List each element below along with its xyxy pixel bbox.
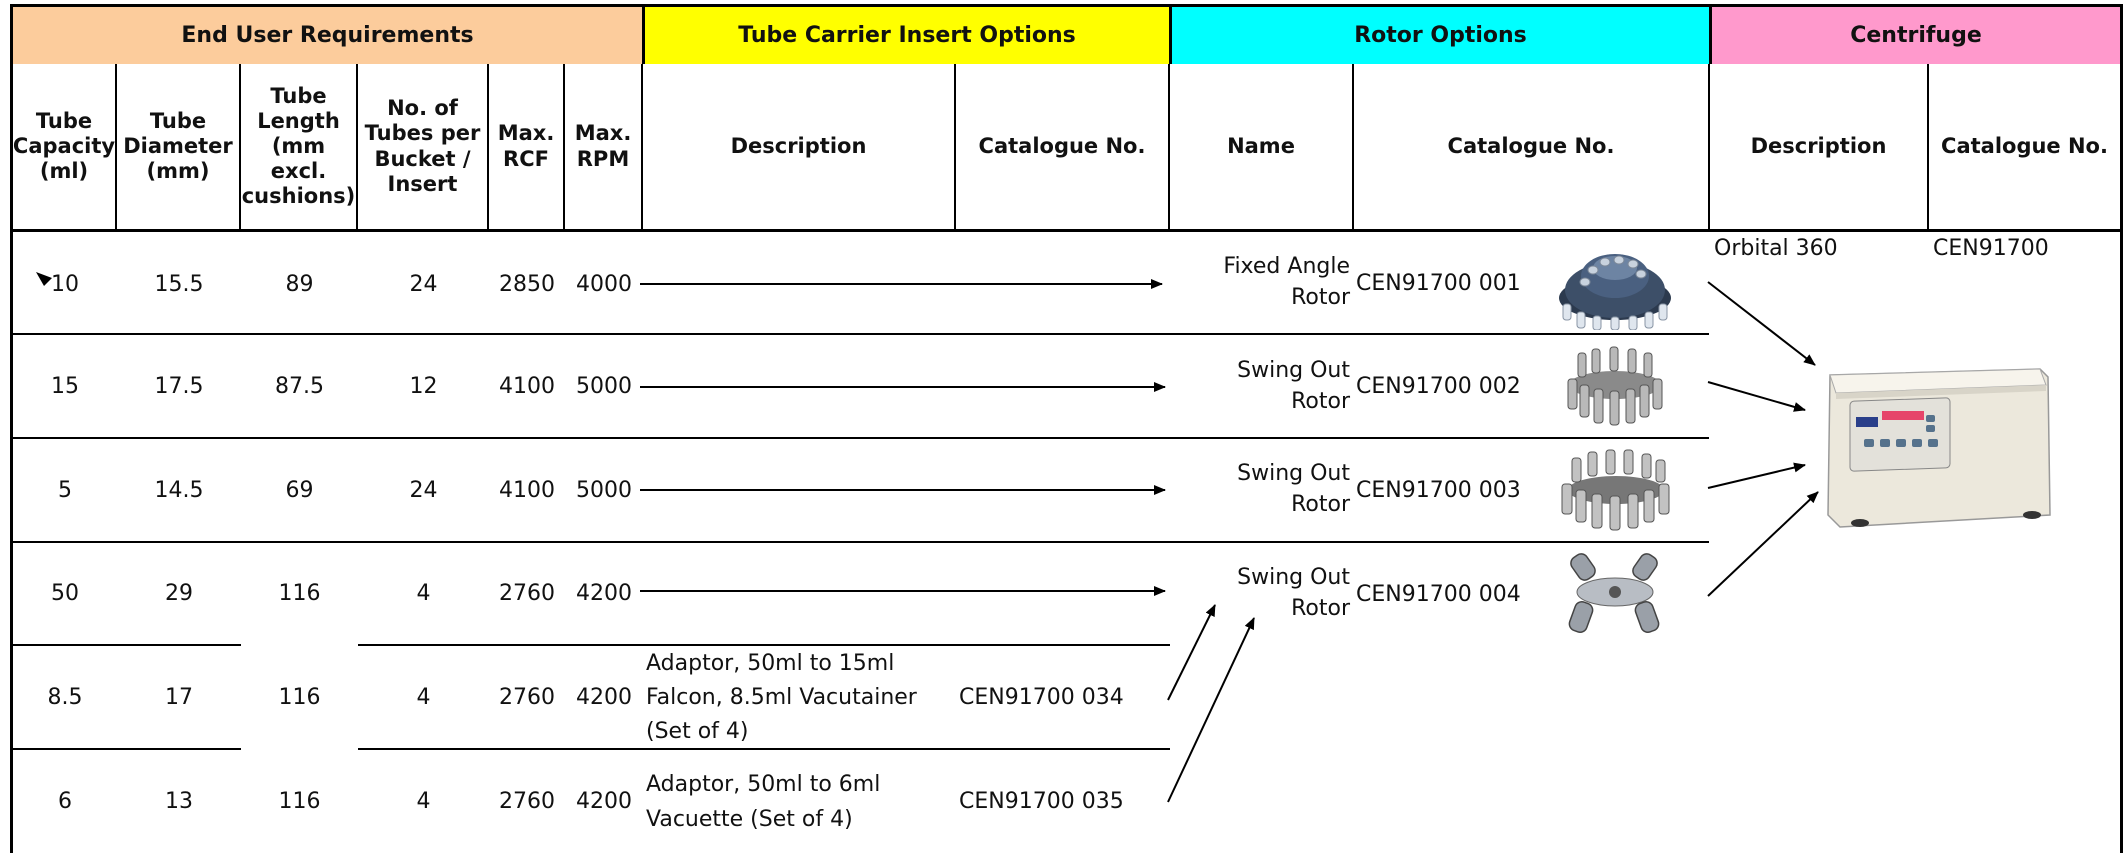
- table-left-border: [10, 230, 13, 853]
- group-centrifuge-label: Centrifuge: [1850, 23, 1982, 48]
- row6-length: 116: [278, 789, 321, 814]
- row3-rpm: 5000: [576, 477, 632, 503]
- rotor4-catalogue: CEN91700 004: [1356, 581, 1521, 607]
- rotor2-catalogue: CEN91700 002: [1356, 373, 1521, 399]
- swing-out-rotor-image-2: [1561, 449, 1670, 531]
- row5-insert-description: Adaptor, 50ml to 15ml Falcon, 8.5ml Vacu…: [646, 650, 917, 745]
- group-tube-carrier: Tube Carrier Insert Options: [642, 4, 1172, 67]
- row5-diameter: 17: [165, 684, 193, 710]
- rotor1-name: Fixed Angle Rotor: [1223, 254, 1350, 310]
- row5-insert-catalogue: CEN91700 034: [959, 684, 1124, 710]
- row4-diameter: 29: [165, 581, 193, 606]
- row5-rcf: 2760: [499, 684, 555, 710]
- row-separator-5a: [13, 748, 241, 750]
- group-tube-carrier-label: Tube Carrier Insert Options: [738, 23, 1076, 48]
- swing-bucket-rotor-image: [1568, 553, 1660, 633]
- group-end-user-label: End User Requirements: [181, 23, 474, 48]
- header-centrifuge-description: Description: [1710, 64, 1929, 232]
- header-max-rpm: Max. RPM: [565, 64, 643, 232]
- row1-tubes: 24: [409, 271, 438, 297]
- centrifuge-catalogue: CEN91700: [1933, 235, 2049, 261]
- row3-tubes: 24: [409, 477, 438, 503]
- row5-rpm: 4200: [576, 684, 632, 710]
- row4-rcf: 2760: [499, 581, 555, 606]
- rotor1-catalogue: CEN91700 001: [1356, 270, 1521, 296]
- row6-diameter: 13: [165, 789, 193, 814]
- group-rotor-label: Rotor Options: [1354, 23, 1527, 48]
- row6-rpm: 4200: [576, 789, 632, 814]
- row2-rcf: 4100: [499, 373, 555, 399]
- centrifuge-image: [1827, 368, 2051, 528]
- row6-rcf: 2760: [499, 789, 555, 814]
- header-centrifuge-catalogue: Catalogue No.: [1929, 64, 2123, 232]
- row-separator-3: [13, 541, 1709, 543]
- rotor2-name: Swing Out Rotor: [1237, 358, 1350, 414]
- row1-capacity: 10: [51, 271, 79, 297]
- group-rotor: Rotor Options: [1169, 4, 1712, 67]
- header-rotor-name: Name: [1170, 64, 1354, 232]
- group-centrifuge: Centrifuge: [1709, 4, 2123, 67]
- table-right-border: [2120, 230, 2123, 853]
- row3-length: 69: [285, 477, 314, 503]
- row2-capacity: 15: [51, 373, 79, 399]
- header-max-rcf: Max. RCF: [489, 64, 565, 232]
- row-separator-2: [13, 437, 1709, 439]
- row4-length: 116: [278, 581, 321, 606]
- fixed-angle-rotor-image: [1559, 254, 1671, 330]
- row4-tubes: 4: [416, 581, 431, 606]
- rotor3-catalogue: CEN91700 003: [1356, 477, 1521, 503]
- row1-rcf: 2850: [499, 271, 555, 297]
- group-end-user: End User Requirements: [10, 4, 645, 67]
- row6-tubes: 4: [416, 789, 431, 814]
- rotor4-name: Swing Out Rotor: [1237, 565, 1350, 621]
- row6-insert-description: Adaptor, 50ml to 6ml Vacuette (Set of 4): [646, 772, 881, 832]
- row5-length: 116: [278, 684, 321, 710]
- row2-rpm: 5000: [576, 373, 632, 399]
- row-separator-5b: [358, 748, 1170, 750]
- header-insert-description: Description: [643, 64, 956, 232]
- row-separator-4b: [358, 644, 1170, 646]
- row1-diameter: 15.5: [154, 271, 204, 297]
- row6-insert-catalogue: CEN91700 035: [959, 789, 1124, 814]
- row2-length: 87.5: [275, 373, 324, 399]
- rotor3-name: Swing Out Rotor: [1237, 461, 1350, 517]
- row3-rcf: 4100: [499, 477, 555, 503]
- header-rotor-catalogue: Catalogue No.: [1354, 64, 1710, 232]
- row3-capacity: 5: [58, 477, 72, 503]
- row1-rpm: 4000: [576, 271, 632, 297]
- row4-rpm: 4200: [576, 581, 632, 606]
- row-separator-4a: [13, 644, 241, 646]
- row4-capacity: 50: [51, 581, 79, 606]
- row6-capacity: 6: [58, 789, 72, 814]
- header-tubes-per-bucket: No. of Tubes per Bucket / Insert: [358, 64, 489, 232]
- header-tube-length: Tube Length (mm excl. cushions): [241, 64, 358, 232]
- swing-out-rotor-image: [1567, 346, 1663, 426]
- header-insert-catalogue: Catalogue No.: [956, 64, 1170, 232]
- row2-diameter: 17.5: [154, 373, 204, 399]
- row2-tubes: 12: [409, 373, 438, 399]
- centrifuge-description: Orbital 360: [1714, 235, 1838, 261]
- header-tube-capacity: Tube Capacity (ml): [10, 64, 117, 232]
- row5-capacity: 8.5: [47, 684, 83, 710]
- row5-tubes: 4: [416, 684, 431, 710]
- row3-diameter: 14.5: [154, 477, 204, 503]
- row-separator-1: [13, 333, 1709, 335]
- row1-length: 89: [285, 271, 314, 297]
- header-tube-diameter: Tube Diameter (mm): [117, 64, 241, 232]
